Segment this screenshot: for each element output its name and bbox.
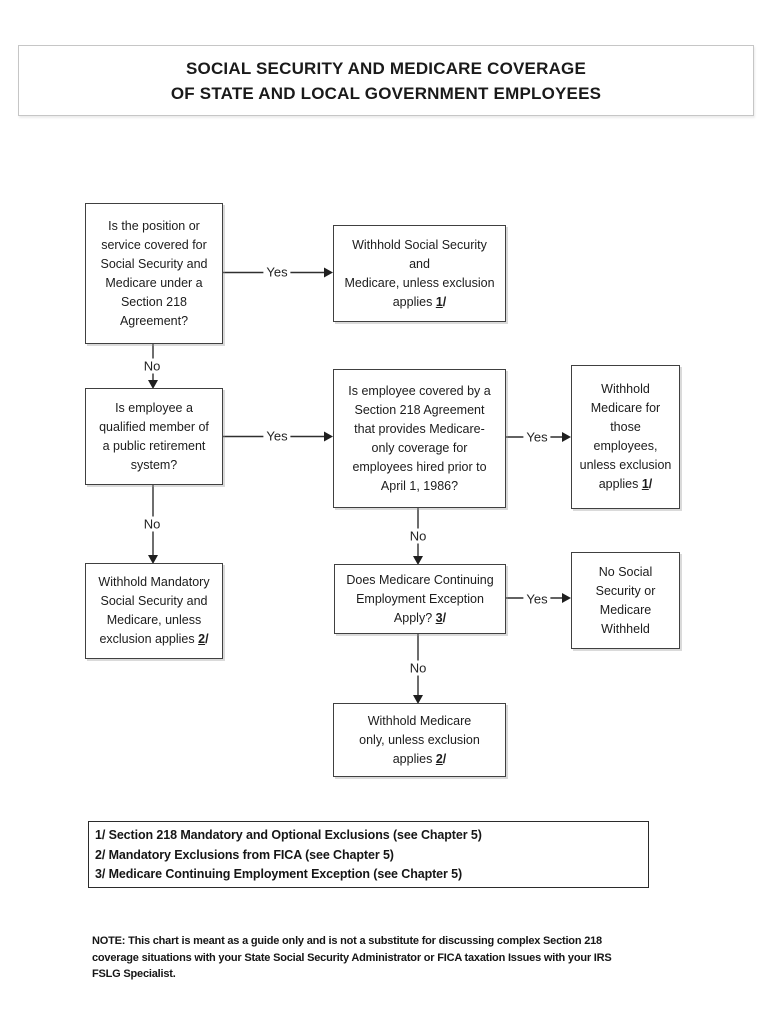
note-line: FSLG Specialist. <box>92 968 176 980</box>
box-text-line: applies 1/ <box>392 294 447 309</box>
decision-box-medicare-continuing-exception: Does Medicare Continuing Employment Exce… <box>334 564 506 634</box>
box-text-line: unless exclusion <box>579 458 672 472</box>
box-text-line: that provides Medicare- <box>354 421 485 436</box>
box-text-line: Withhold Mandatory <box>98 575 210 589</box>
box-text-line: Security or <box>595 583 656 598</box>
box-text-line: Social Security and <box>100 256 208 271</box>
outcome-box-withhold-ss-medicare: Withhold Social Security and Medicare, u… <box>333 225 506 322</box>
footnote-ref-3: 3 <box>435 610 443 625</box>
box-text-line: qualified member of <box>99 419 209 434</box>
box-text-line: only coverage for <box>371 440 468 455</box>
box-text-line: Section 218 <box>120 294 187 309</box>
decision-box-medicare-only-agreement: Is employee covered by a Section 218 Agr… <box>333 369 506 508</box>
label-yes: Yes <box>523 429 551 445</box>
box-text-line: exclusion applies 2/ <box>99 632 209 646</box>
decision-box-public-retirement-system: Is employee a qualified member of a publ… <box>85 388 223 485</box>
note-line: coverage situations with your State Soci… <box>92 951 612 964</box>
box-text-line: Does Medicare Continuing <box>346 572 494 587</box>
label-no: No <box>140 516 164 532</box>
box-text-line: Medicare for <box>590 401 661 415</box>
box-text-line: Social Security and <box>100 594 208 608</box>
label-yes: Yes <box>523 591 551 607</box>
box-text-line: Employment Exception <box>356 591 484 606</box>
box-text-line: Medicare, unless exclusion <box>344 275 495 290</box>
title-box: SOCIAL SECURITY AND MEDICARE COVERAGE OF… <box>18 45 754 116</box>
box-text-line: Withheld <box>601 621 650 636</box>
box-text-line: Apply? 3/ <box>393 610 447 625</box>
outcome-box-withhold-medicare-those-employees: Withhold Medicare for those employees, u… <box>571 365 680 509</box>
box-text-line: service covered for <box>101 237 207 252</box>
outcome-box-withhold-medicare-only: Withhold Medicare only, unless exclusion… <box>333 703 506 777</box>
outcome-box-withhold-mandatory-ss-medicare: Withhold Mandatory Social Security and M… <box>85 563 223 659</box>
box-text-line: Withhold <box>601 382 650 396</box>
note-paragraph: NOTE: This chart is meant as a guide onl… <box>92 933 612 983</box>
label-yes: Yes <box>263 264 291 280</box>
footnote-ref-1: 1 <box>435 294 443 309</box>
box-text-line: Is employee a <box>115 400 193 415</box>
box-text-line: employees hired prior to <box>352 459 487 474</box>
box-text-line: those <box>610 420 641 434</box>
box-text-line: Section 218 Agreement <box>354 402 485 417</box>
box-text-line: a public retirement <box>102 438 206 453</box>
box-text-line: applies 1/ <box>598 477 653 491</box>
decision-box-section-218-agreement: Is the position or service covered for S… <box>85 203 223 344</box>
box-text-line: Medicare under a <box>105 275 203 290</box>
footnote-line: 2/ Mandatory Exclusions from FICA (see C… <box>95 847 394 862</box>
label-no: No <box>406 660 430 676</box>
outcome-box-no-ss-medicare-withheld: No Social Security or Medicare Withheld <box>571 552 680 649</box>
label-no: No <box>406 528 430 544</box>
footnotes-box: 1/ Section 218 Mandatory and Optional Ex… <box>88 821 649 888</box>
footnote-line: 3/ Medicare Continuing Employment Except… <box>95 867 463 881</box>
page-title-line-2: OF STATE AND LOCAL GOVERNMENT EMPLOYEES <box>170 83 602 103</box>
box-text-line: Withhold Social Security <box>352 237 487 252</box>
footnote-line: 1/ Section 218 Mandatory and Optional Ex… <box>95 828 482 842</box>
footnote-ref-2: 2 <box>435 751 443 766</box>
box-text-line: Medicare, unless <box>106 613 202 627</box>
box-text-line: Agreement? <box>119 313 189 328</box>
box-text-line: No Social <box>598 564 653 579</box>
box-text-line: and <box>409 256 430 271</box>
label-yes: Yes <box>263 428 291 444</box>
box-text-line: applies 2/ <box>392 751 447 766</box>
page-title-line-1: SOCIAL SECURITY AND MEDICARE COVERAGE <box>185 58 587 78</box>
box-text-line: April 1, 1986? <box>380 478 459 493</box>
box-text-line: Is the position or <box>108 218 200 233</box>
note-line: NOTE: This chart is meant as a guide onl… <box>92 935 602 947</box>
footnote-ref-2: 2 <box>198 632 206 646</box>
box-text-line: Is employee covered by a <box>348 383 491 398</box>
box-text-line: Medicare <box>599 602 652 617</box>
box-text-line: system? <box>130 457 178 472</box>
box-text-line: only, unless exclusion <box>359 732 480 747</box>
box-text-line: employees, <box>593 439 658 453</box>
footnote-ref-1: 1 <box>641 477 649 491</box>
label-no: No <box>140 358 164 374</box>
box-text-line: Withhold Medicare <box>367 713 472 728</box>
